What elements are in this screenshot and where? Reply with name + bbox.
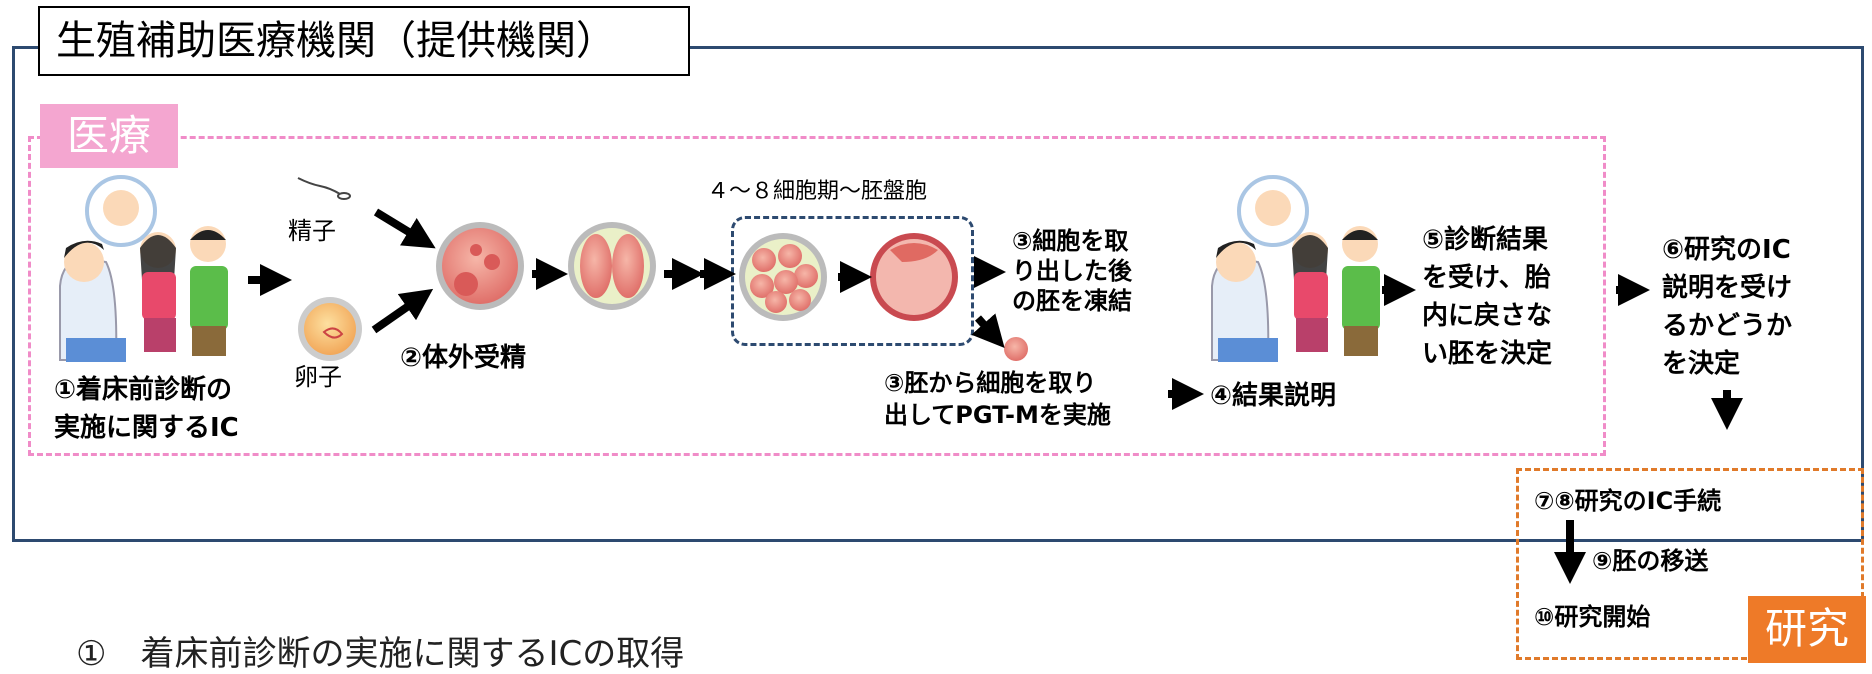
fertilized-egg-illustration (436, 222, 524, 310)
research-area (1516, 468, 1864, 660)
footer-note: ① 着床前診断の実施に関するICの取得 (76, 634, 685, 674)
step6-line3: るかどうか (1662, 311, 1793, 341)
medical-label: 医療 (40, 104, 178, 168)
medical-area (28, 136, 1606, 456)
institution-title: 生殖補助医療機関（提供機関） (38, 6, 690, 76)
step3b-line1: ③胚から細胞を取り (884, 369, 1097, 397)
step5-line1: ⑤診断結果 (1422, 225, 1549, 255)
step6-line4: を決定 (1662, 349, 1741, 379)
biopsy-cell-illustration (1004, 337, 1028, 361)
step1-line2: 実施に関するIC (54, 413, 239, 443)
family-illustration-1 (59, 175, 228, 362)
stage-label: ４～８細胞期～胚盤胞 (707, 179, 928, 204)
egg-cell-illustration (298, 297, 362, 361)
egg-label: 卵子 (294, 363, 342, 391)
step3a-line1: ③細胞を取 (1012, 227, 1129, 255)
step3b-line2: 出してPGT-Mを実施 (884, 401, 1111, 429)
step5-line4: い胚を決定 (1422, 339, 1553, 369)
two-cell-embryo-illustration (568, 222, 656, 310)
research-label: 研究 (1748, 596, 1866, 663)
blastocyst-illustration (870, 233, 958, 321)
step1-line1: ①着床前診断の (54, 375, 233, 405)
step4-label: ④結果説明 (1210, 381, 1337, 411)
step6-line2: 説明を受け (1662, 273, 1793, 303)
step5-line2: を受け、胎 (1422, 263, 1551, 293)
step10-label: ⑩研究開始 (1534, 603, 1651, 631)
step2-label: ②体外受精 (400, 343, 527, 373)
family-illustration-2 (1211, 175, 1380, 362)
sperm-label: 精子 (288, 217, 336, 245)
institution-frame (12, 46, 1864, 542)
sperm-illustration (297, 177, 351, 200)
step6-line1: ⑥研究のIC (1662, 235, 1791, 265)
step78-label: ⑦⑧研究のIC手続 (1534, 487, 1722, 515)
morula-illustration (739, 233, 827, 321)
step3a-line3: の胚を凍結 (1012, 287, 1132, 315)
step5-line3: 内に戻さな (1422, 301, 1553, 331)
flow-arrows (248, 208, 1743, 584)
step9-label: ⑨胚の移送 (1592, 547, 1709, 575)
step3a-line2: り出した後 (1012, 257, 1132, 285)
